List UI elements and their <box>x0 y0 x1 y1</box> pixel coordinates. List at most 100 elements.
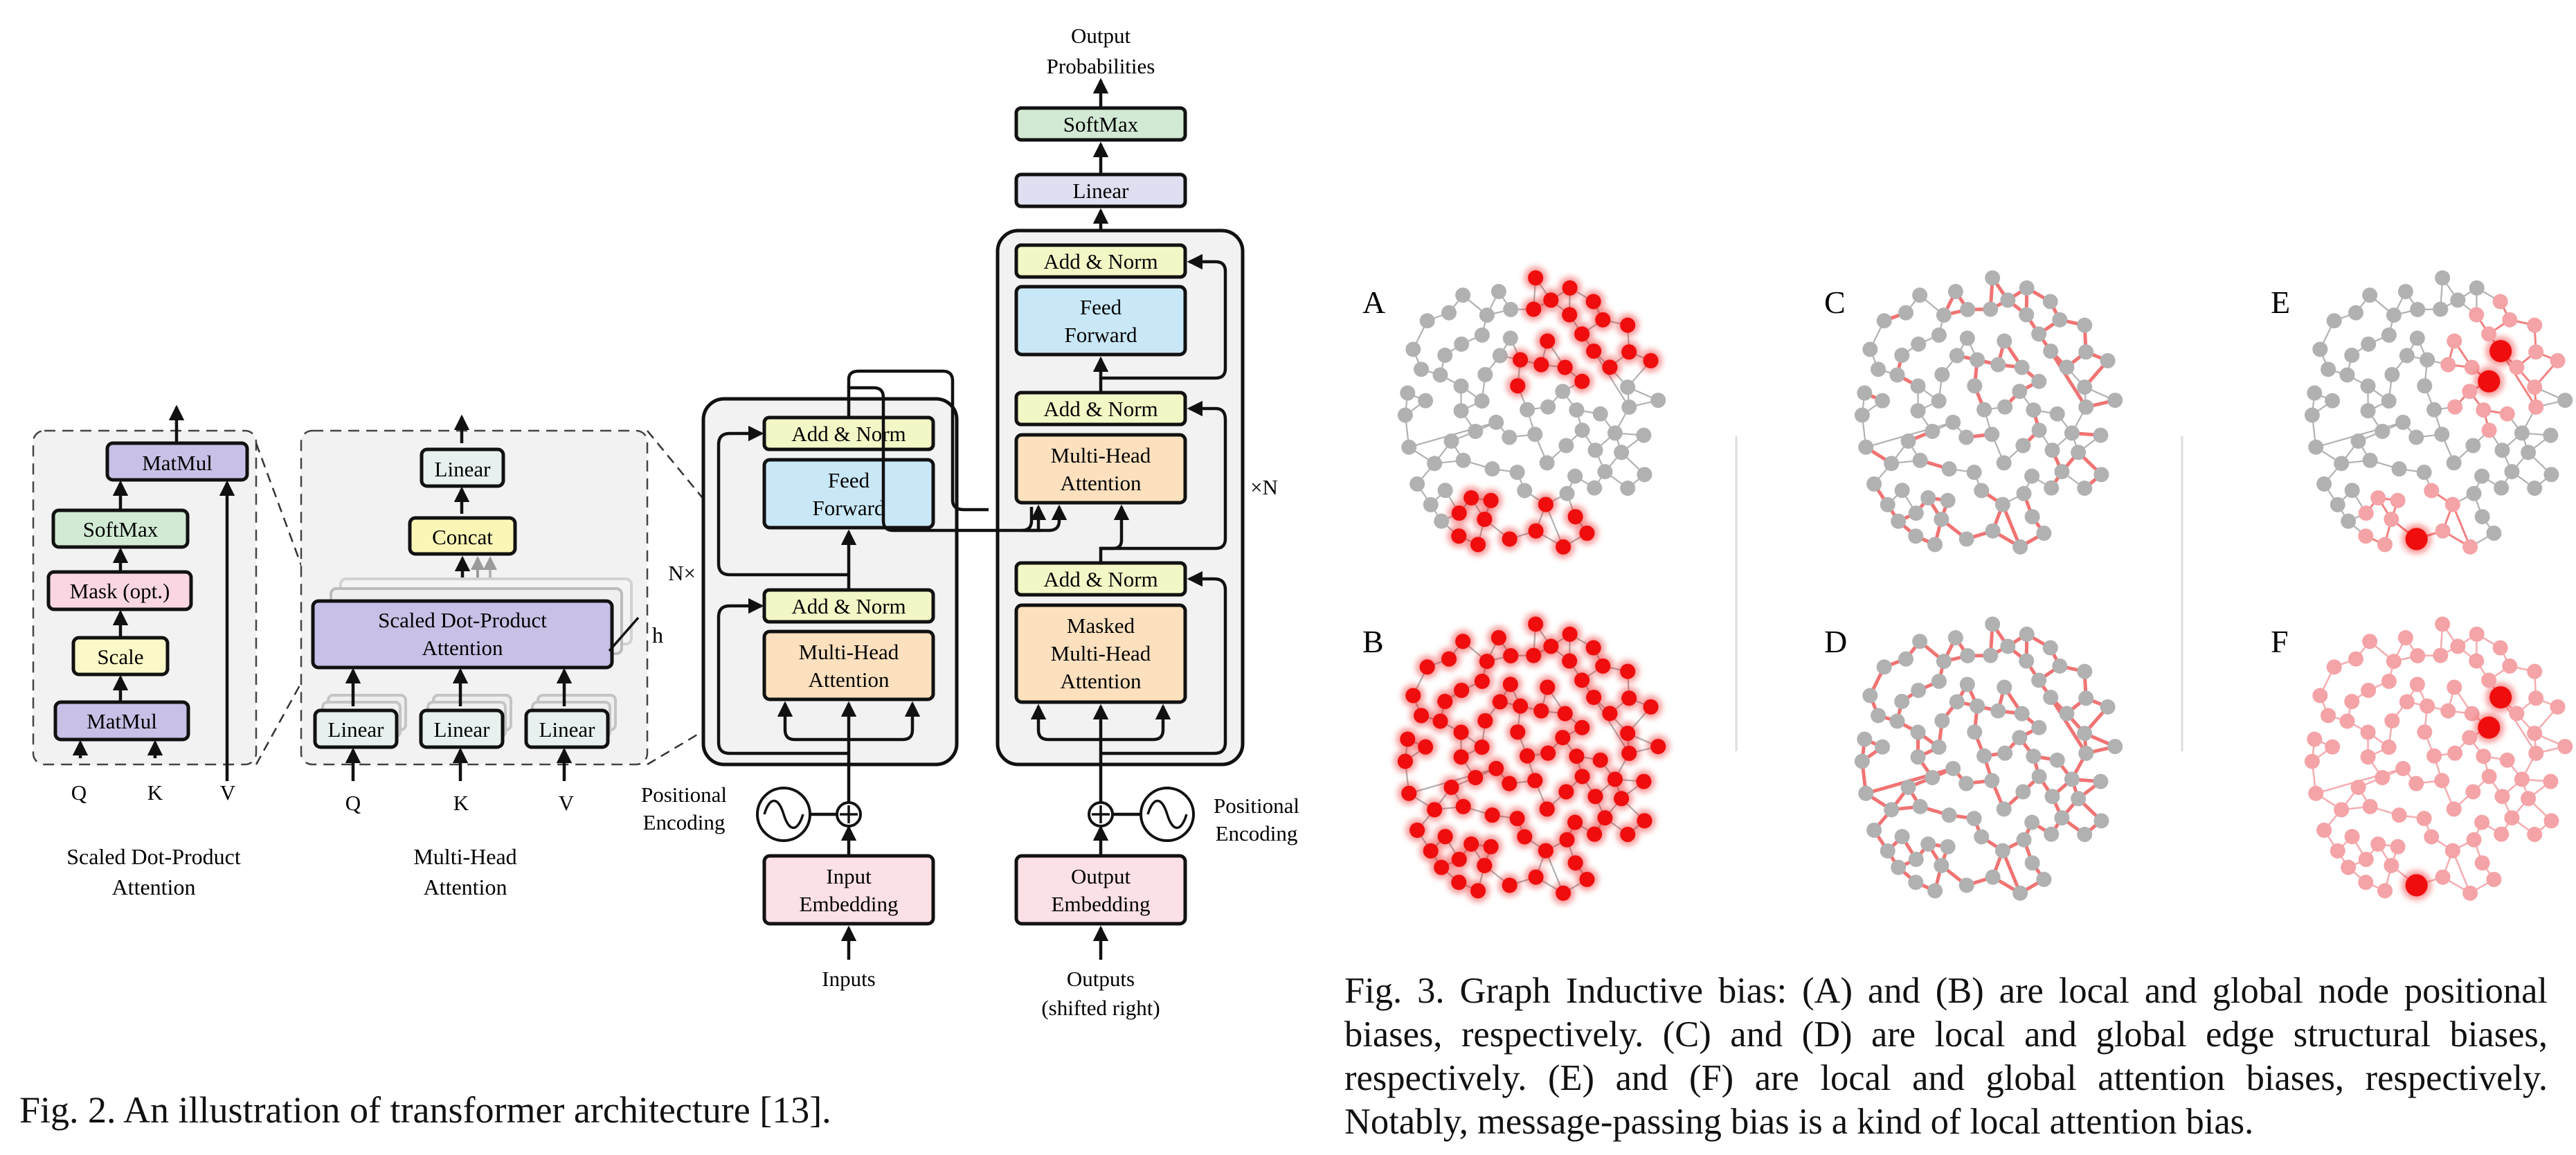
mha-sdpa-line1: Scaled Dot-Product <box>378 608 547 632</box>
graph-node <box>1453 749 1469 765</box>
graph-node <box>2358 528 2374 544</box>
graph-node <box>1643 699 1659 715</box>
graph-node <box>1562 307 1578 323</box>
graph-node <box>1602 706 1618 722</box>
graph-panel-f: F <box>2271 616 2573 901</box>
graph-node <box>1934 366 1950 382</box>
graph-node <box>1427 456 1443 472</box>
decoder-add-norm-1-label: Add & Norm <box>1043 249 1158 274</box>
graph-node <box>2447 333 2462 349</box>
graph-node <box>2504 810 2520 826</box>
graph-node <box>2054 810 2070 826</box>
graph-node <box>1595 658 1611 674</box>
decoder-linear-box <box>1014 172 1187 208</box>
graph-node <box>2012 730 2028 746</box>
graph-node <box>2435 270 2451 286</box>
graph-node <box>2308 439 2324 455</box>
graph-node <box>2527 317 2543 333</box>
input-embedding-box <box>762 854 935 926</box>
decoder-linear-label: Linear <box>1073 179 1130 203</box>
graph-node <box>1889 713 1905 729</box>
graph-node <box>1569 749 1585 764</box>
graph-node <box>2446 455 2462 471</box>
graph-node <box>2462 885 2478 901</box>
graph-node <box>1490 630 1506 646</box>
graph-node <box>2527 827 2543 843</box>
graph-node <box>2031 769 2047 785</box>
graph-node <box>2478 370 2501 393</box>
graph-node <box>2391 461 2407 477</box>
graph-node <box>2417 724 2433 740</box>
graph-node <box>2100 352 2116 368</box>
graph-node <box>1934 511 1949 527</box>
graph-node <box>1567 814 1583 830</box>
graph-node <box>2304 753 2320 769</box>
graph-node <box>1941 807 1957 823</box>
graph-node <box>1925 769 1940 785</box>
graph-node <box>2042 294 2058 310</box>
graph-node <box>2093 467 2109 483</box>
graph-node <box>1451 875 1467 890</box>
graph-node <box>2358 505 2374 521</box>
graph-node <box>1958 429 1974 445</box>
mha-concat-label: Concat <box>432 525 493 549</box>
graph-node <box>1557 359 1573 375</box>
graph-node <box>2334 802 2350 818</box>
graph-node <box>1875 739 1891 755</box>
graph-node <box>1586 690 1602 706</box>
graph-node <box>1597 464 1613 480</box>
graph-node <box>2405 528 2428 550</box>
graph-node <box>2474 509 2490 525</box>
graph-node <box>2077 726 2093 742</box>
graph-node <box>2466 832 2482 848</box>
graph-node <box>2528 690 2544 706</box>
graph-node <box>1931 393 1947 409</box>
graph-node <box>2408 776 2424 791</box>
decoder-masked-line2: Multi-Head <box>1051 641 1151 665</box>
graph-node <box>2464 359 2480 375</box>
mha-linear-v-label: Linear <box>539 717 596 742</box>
graph-node <box>1900 780 1916 796</box>
graph-node <box>2316 822 2332 838</box>
graph-node <box>1871 361 1886 377</box>
graph-panel-b: B <box>1362 614 1669 904</box>
graph-node <box>1509 811 1525 827</box>
mha-linear-q-box <box>313 708 399 749</box>
graph-node <box>2049 752 2065 768</box>
encoder-ff-line1: Feed <box>828 468 870 492</box>
graph-node <box>2420 352 2435 368</box>
graph-node <box>1474 327 1490 343</box>
graph-node <box>1538 843 1553 859</box>
graph-node <box>2474 855 2490 871</box>
graph-node <box>1880 843 1895 859</box>
graph-node <box>1539 801 1555 817</box>
graph-node <box>2012 539 2028 555</box>
graph-node <box>2492 294 2508 310</box>
encoder-mha-box <box>762 629 935 701</box>
graph-node <box>2399 348 2415 364</box>
decoder-masked-mha-box <box>1014 603 1187 704</box>
mha-q-label: Q <box>345 791 361 815</box>
graph-node <box>1484 461 1500 477</box>
mha-diagram: Linear Concat Scaled Dot-Product Attenti… <box>300 414 663 899</box>
graph-node <box>1418 393 1434 409</box>
sdpa-v-label: V <box>220 780 236 805</box>
graph-node <box>2447 399 2463 415</box>
graph-node <box>1474 740 1490 755</box>
graph-node <box>1419 659 1435 675</box>
graph-node <box>2514 771 2530 787</box>
graph-node <box>1858 785 1874 801</box>
graph-node <box>1587 442 1603 458</box>
sdpa-scale-label: Scale <box>97 645 143 669</box>
graph-node <box>2527 379 2543 395</box>
graph-node <box>1920 490 1936 506</box>
graph-node <box>1876 659 1892 675</box>
graph-node <box>1650 393 1666 409</box>
graph-node <box>1936 307 1952 323</box>
graph-node <box>1927 883 1943 899</box>
graph-node <box>2107 393 2123 409</box>
graph-node <box>1996 455 2012 471</box>
graph-node <box>2440 357 2456 373</box>
graph-node <box>2474 814 2490 830</box>
graph-node <box>1587 480 1603 496</box>
